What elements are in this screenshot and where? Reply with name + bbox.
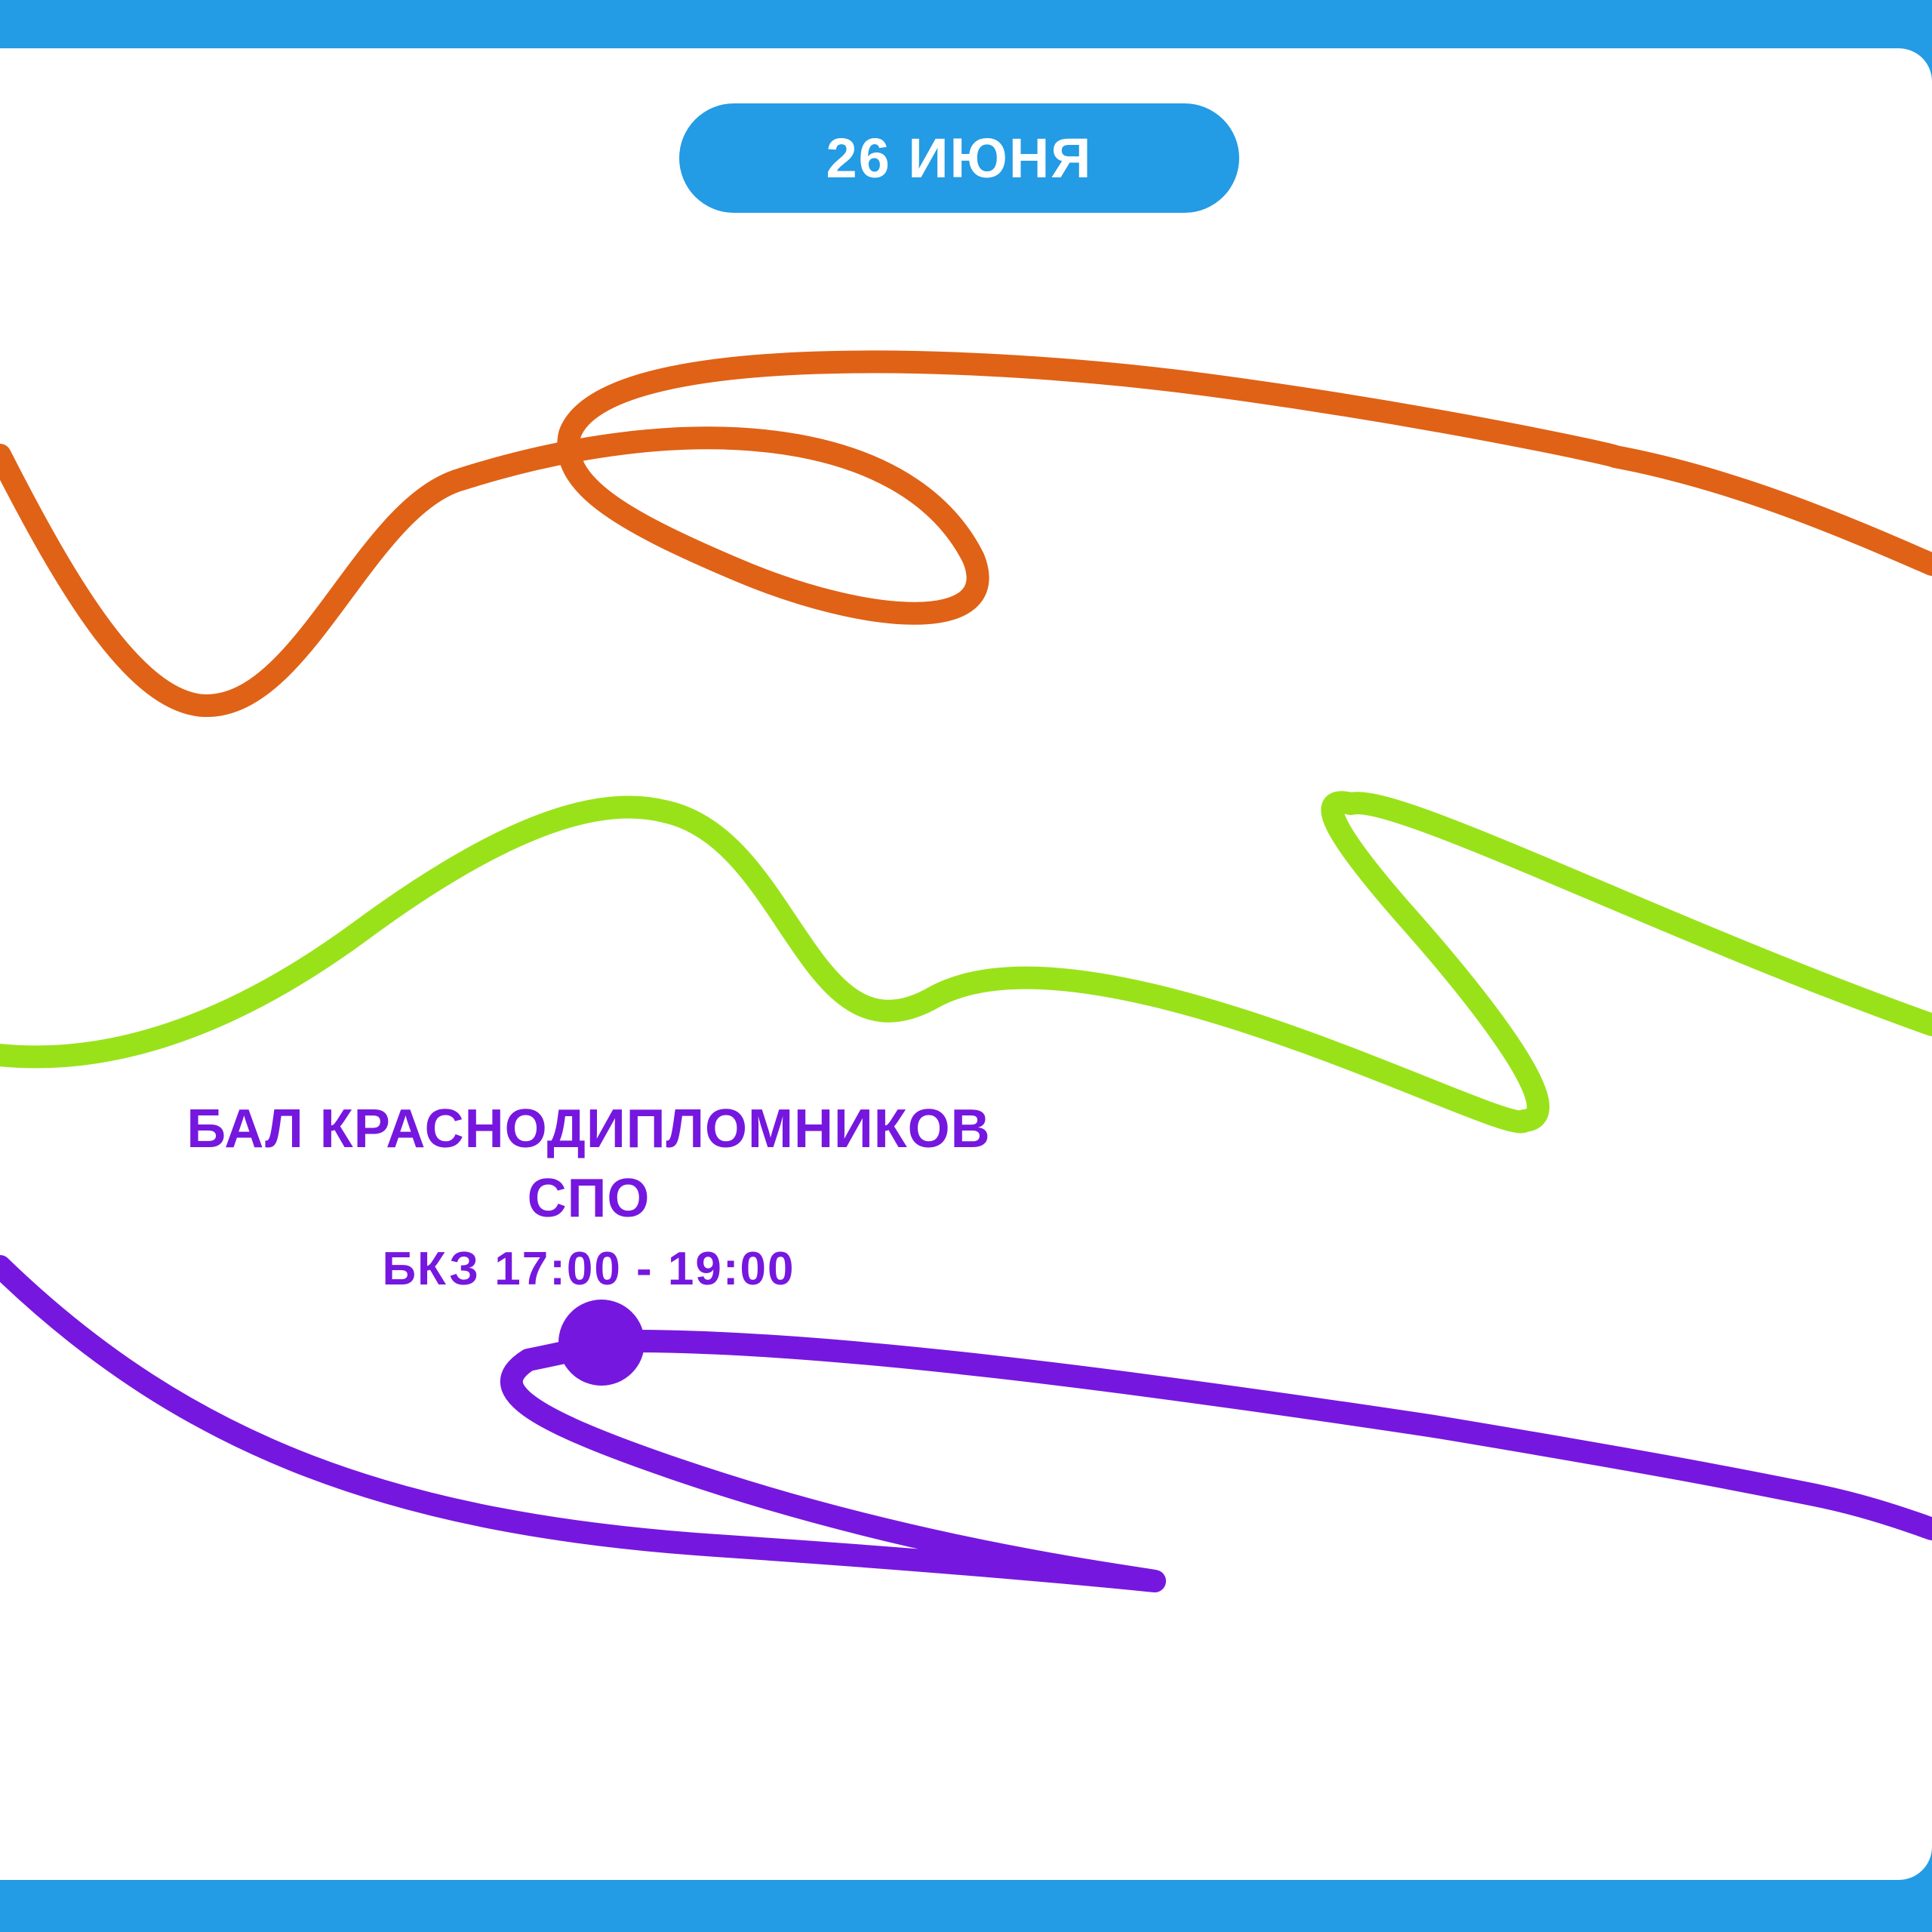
date-badge: 26 ИЮНЯ xyxy=(679,103,1239,213)
line-endpoint-dot xyxy=(558,1300,645,1386)
date-label: 26 ИЮНЯ xyxy=(826,127,1093,189)
purple-wavy-line xyxy=(0,1255,1932,1592)
event-info: БАЛ КРАСНОДИПЛОМНИКОВ СПО БКЗ 17:00 - 19… xyxy=(121,1094,1057,1298)
orange-wavy-line xyxy=(0,350,1932,718)
event-title-line-2: СПО xyxy=(527,1168,651,1229)
event-venue-time: БКЗ 17:00 - 19:00 xyxy=(382,1243,795,1295)
green-wavy-line xyxy=(0,791,1932,1134)
event-title-line-1: БАЛ КРАСНОДИПЛОМНИКОВ xyxy=(186,1099,991,1159)
